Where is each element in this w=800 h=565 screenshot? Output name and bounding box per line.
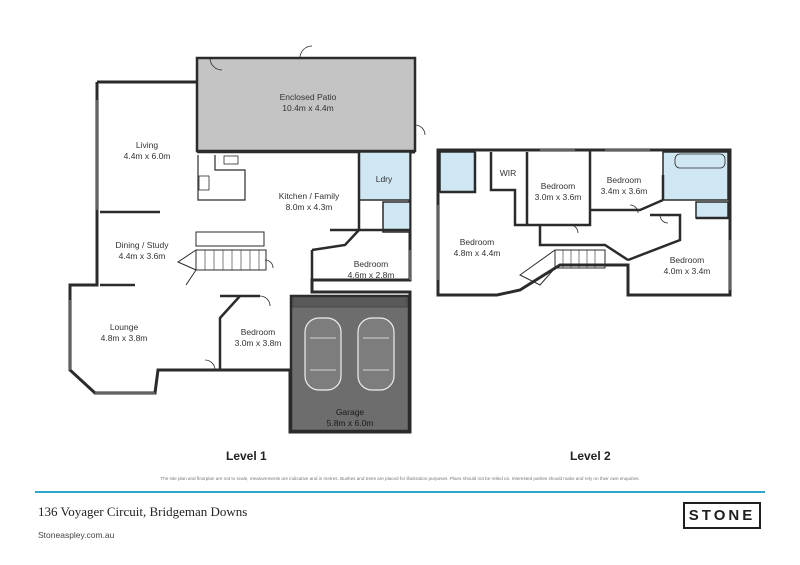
ensuite-wet-area [439,151,476,193]
room-name-bedroom-l1-a: Bedroom [354,259,389,269]
room-name-bedroom-l2-c: Bedroom [670,255,705,265]
room-name-dining-study: Dining / Study [116,240,170,250]
garage-door-track [292,296,408,308]
property-address: 136 Voyager Circuit, Bridgeman Downs [38,504,248,519]
stairs [195,249,267,271]
car-right [357,317,395,391]
window [437,149,731,290]
room-name-wir: WIR [500,168,517,178]
bathroom-l2-wet-area [662,151,729,201]
floor-plan: Enclosed Patio 10.4m x 4.4m Living 4.4m … [68,45,732,434]
room-size-dining-study: 4.4m x 3.6m [119,251,166,261]
door-swing [569,204,669,234]
room-size-garage: 5.8m x 6.0m [327,418,374,428]
level-2-plan [436,148,732,297]
room-size-kitchen-family: 8.0m x 4.3m [286,202,333,212]
stairs-treads [204,250,260,270]
room-size-bedroom-l2-b: 3.4m x 3.6m [601,186,648,196]
door-swing [204,259,274,371]
stone-logo: STONE [683,502,761,529]
stairs-treads [562,250,596,268]
room-name-lounge: Lounge [110,322,139,332]
room-size-lounge: 4.8m x 3.8m [101,333,148,343]
room-size-bedroom-l2-a: 3.0m x 3.6m [535,192,582,202]
website-link[interactable]: Stoneaspley.com.au [38,530,115,540]
car-windshields [310,337,389,371]
level-2-label: Level 2 [570,449,611,463]
bathtub [674,153,726,169]
room-name-bedroom-l2-b: Bedroom [607,175,642,185]
room-name-living: Living [136,140,158,150]
room-name-enclosed-patio: Enclosed Patio [280,92,337,102]
room-name-bedroom-l2-main: Bedroom [460,237,495,247]
stairs [554,249,606,269]
sink [223,155,239,165]
toilet-wet-area [695,201,729,219]
room-name-laundry: Ldry [376,174,393,184]
room-name-bedroom-l2-a: Bedroom [541,181,576,191]
room-size-bedroom-l2-main: 4.8m x 4.4m [454,248,501,258]
accent-rule [35,491,765,493]
bathroom-l1-wet-area [382,201,411,233]
room-name-bedroom-l1-b: Bedroom [241,327,276,337]
patio-door-swing [414,124,426,136]
kitchen-bench [197,155,246,201]
stove [198,175,210,191]
level-1-plan [68,45,426,434]
kitchen-island [195,231,265,247]
disclaimer-text: The site plan and floorplan are not to s… [160,476,640,481]
room-size-living: 4.4m x 6.0m [124,151,171,161]
room-size-bedroom-l1-a: 4.6m x 2.8m [348,270,395,280]
patio-door-swing [299,45,313,59]
laundry-wet-area [358,151,411,201]
patio-door-swing [209,57,223,71]
interior-wall [440,150,730,262]
stairs-winder [176,249,197,286]
stairs-winder [519,249,556,286]
patio-floor [195,56,417,153]
room-size-enclosed-patio: 10.4m x 4.4m [282,103,334,113]
outer-wall [436,148,732,297]
room-name-garage: Garage [336,407,365,417]
room-size-bedroom-l1-b: 3.0m x 3.8m [235,338,282,348]
car-left [304,317,342,391]
interior-wall [100,150,410,370]
level-1-label: Level 1 [226,449,267,463]
window [69,100,411,394]
room-name-kitchen-family: Kitchen / Family [279,191,340,201]
room-size-bedroom-l2-c: 4.0m x 3.4m [664,266,711,276]
